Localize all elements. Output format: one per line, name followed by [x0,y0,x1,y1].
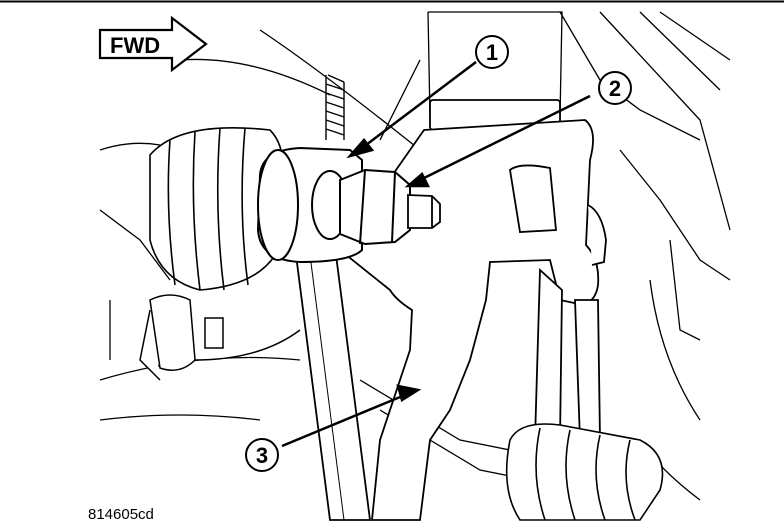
fwd-label: FWD [110,33,160,58]
callout-2-label: 2 [609,76,621,101]
arrowhead-3 [396,384,422,402]
lower-arm [139,294,301,381]
spring-coil [325,74,345,140]
callout-leaders [281,61,591,448]
figure-id-backdrop [82,498,172,524]
stabilizer-link-rod [294,254,372,521]
leader-1 [361,61,477,149]
callout-1-label: 1 [486,40,498,65]
callout-3-label: 3 [256,443,268,468]
callout-1: 1 [475,35,509,69]
arrowhead-1 [346,138,375,159]
leader-3 [281,393,406,448]
leader-2 [419,94,591,182]
link-stud [407,194,441,229]
callout-3: 3 [245,438,279,472]
figure-id: 814605cd [88,506,154,523]
link-nut [339,168,411,246]
fwd-arrow: FWD [98,15,208,73]
cv-boot-right [505,423,664,521]
arrowhead-2 [404,172,431,188]
callout-2: 2 [598,71,632,105]
